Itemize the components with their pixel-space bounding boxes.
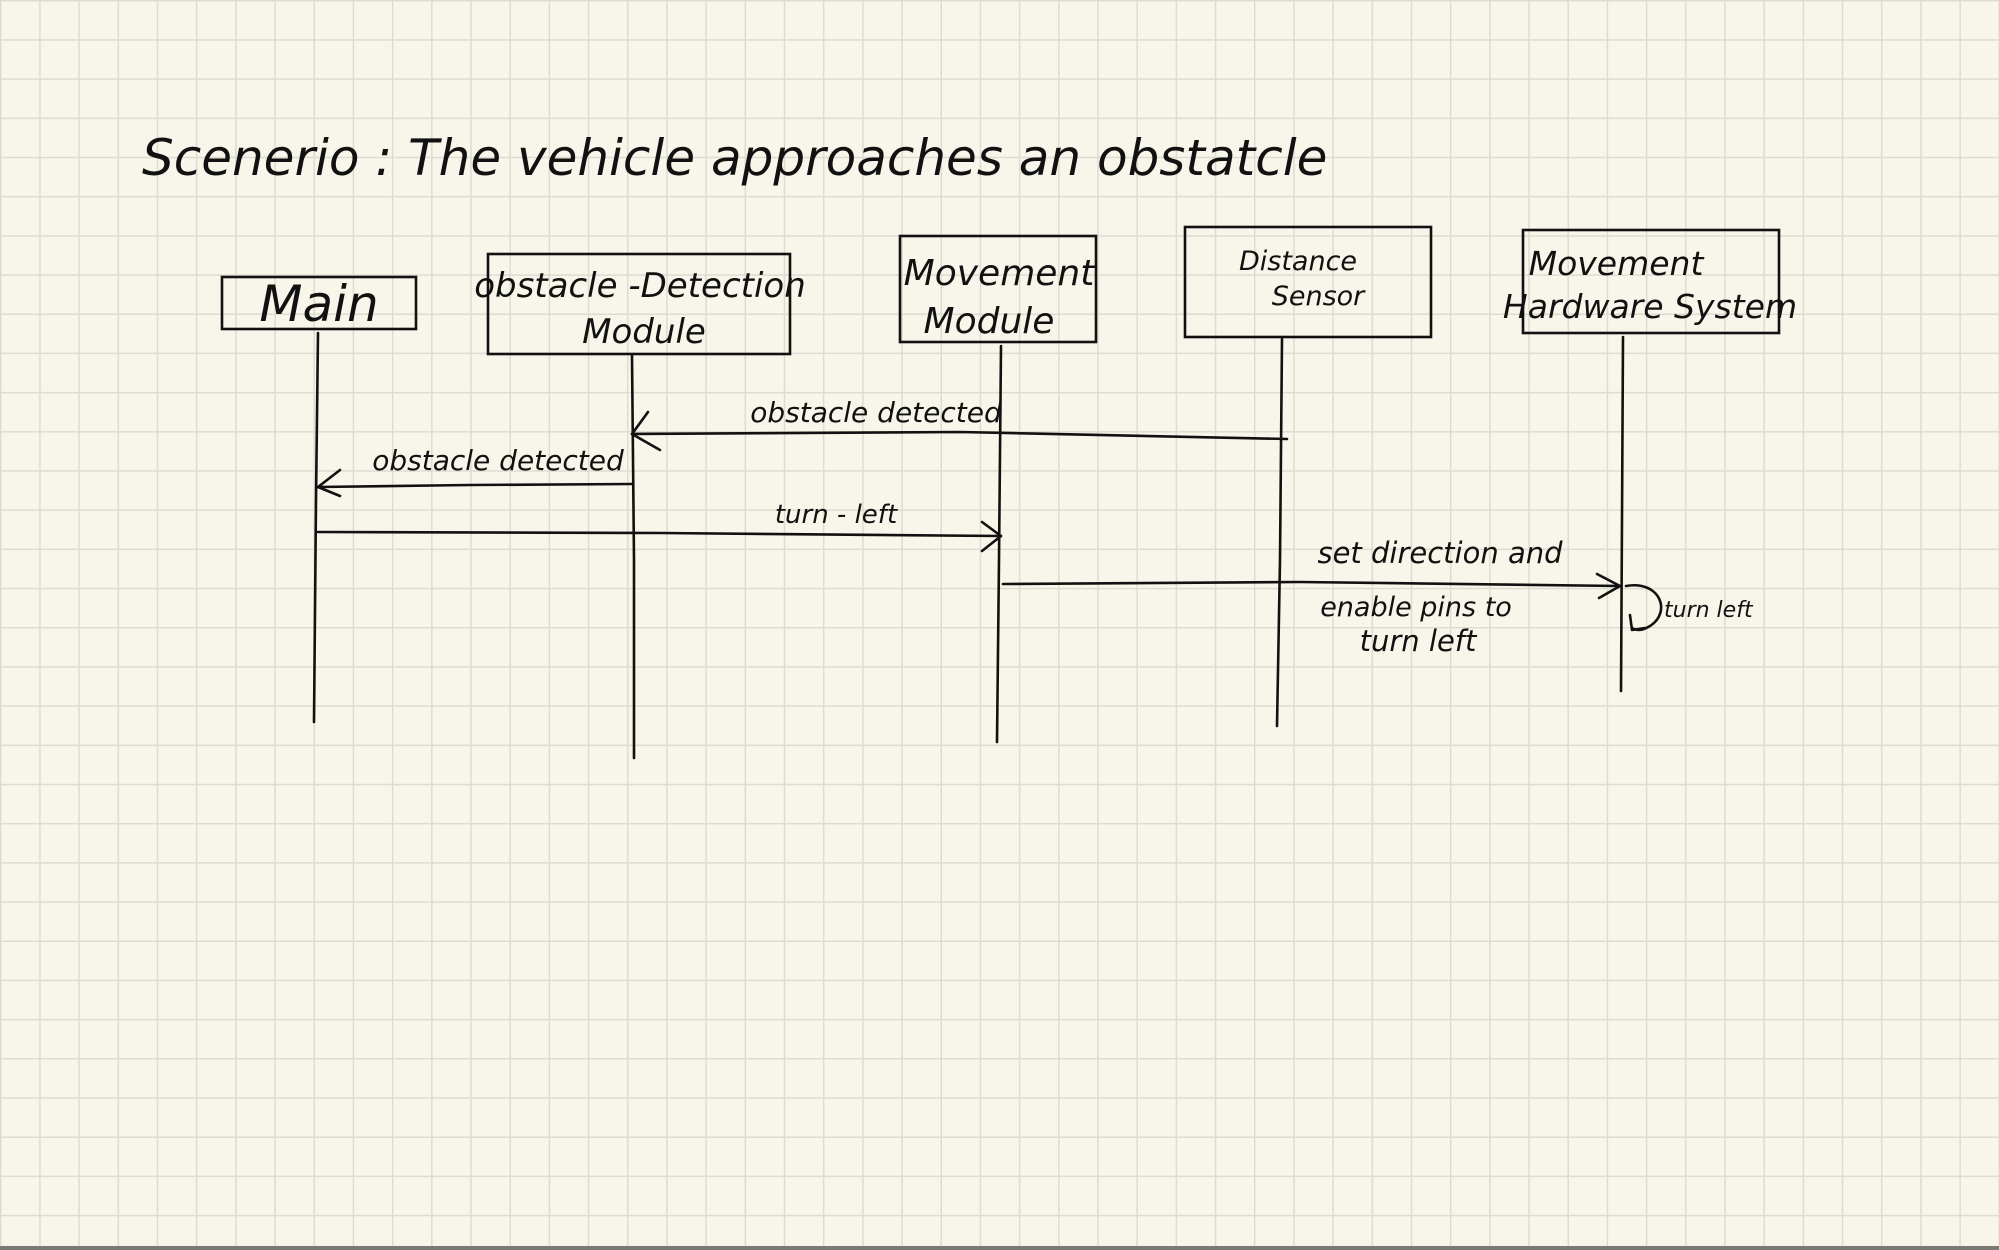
lifeline-label-obstacle-detection-module-line1: obstacle -Detection xyxy=(474,266,806,306)
lifeline-line-distance-sensor xyxy=(1275,337,1284,728)
lifeline-box-movement-module xyxy=(898,234,1098,344)
lifeline-label-distance-sensor-line1: Distance xyxy=(1239,246,1357,277)
lifeline-label-movement-hardware-system-line2: Hardware System xyxy=(1503,287,1797,326)
lifeline-line-main xyxy=(312,331,320,724)
message-label-detection-to-main: obstacle detected xyxy=(372,444,624,477)
arrowhead-main-to-movement xyxy=(980,520,1003,553)
message-arrow-main-to-movement xyxy=(316,530,1003,538)
message-label-hardware-self: turn left xyxy=(1664,598,1754,623)
lifeline-label-main: Main xyxy=(259,275,378,333)
arrowhead-detection-to-main xyxy=(316,468,342,498)
message-arrow-detection-to-main xyxy=(316,482,634,489)
message-label-sensor-to-detection: obstacle detected xyxy=(750,396,1002,429)
lifeline-box-obstacle-detection-module xyxy=(486,252,792,356)
arrowhead-movement-to-hardware xyxy=(1595,572,1622,600)
lifeline-line-movement-module xyxy=(995,344,1003,744)
lifeline-line-obstacle-detection-module xyxy=(630,354,636,760)
diagram-title: Scenerio : The vehicle approaches an obs… xyxy=(142,129,1327,187)
lifeline-box-distance-sensor xyxy=(1183,225,1433,339)
lifeline-box-movement-hardware-system xyxy=(1521,228,1781,335)
message-arrow-sensor-to-detection xyxy=(630,430,1289,441)
lifeline-label-movement-hardware-system-line1: Movement xyxy=(1529,244,1705,283)
message-label-movement-to-hardware-line1: set direction and xyxy=(1317,536,1563,570)
message-arrow-movement-to-hardware xyxy=(1001,580,1622,588)
message-label-movement-to-hardware-line3: turn left xyxy=(1360,624,1478,658)
arrowhead-sensor-to-detection xyxy=(630,410,662,452)
lifeline-label-distance-sensor-line2: Sensor xyxy=(1272,281,1366,312)
lifeline-line-movement-hardware-system xyxy=(1619,335,1625,693)
arrowhead-hardware-self xyxy=(1628,613,1647,632)
lifeline-label-obstacle-detection-module-line2: Module xyxy=(582,312,706,352)
lifeline-label-movement-module-line2: Module xyxy=(924,301,1055,342)
lifeline-box-main xyxy=(220,275,418,331)
message-label-movement-to-hardware-line2: enable pins to xyxy=(1320,592,1512,623)
message-label-main-to-movement: turn - left xyxy=(775,500,898,530)
lifeline-label-movement-module-line1: Movement xyxy=(904,253,1097,294)
bottom-edge-bar xyxy=(0,1246,1999,1250)
